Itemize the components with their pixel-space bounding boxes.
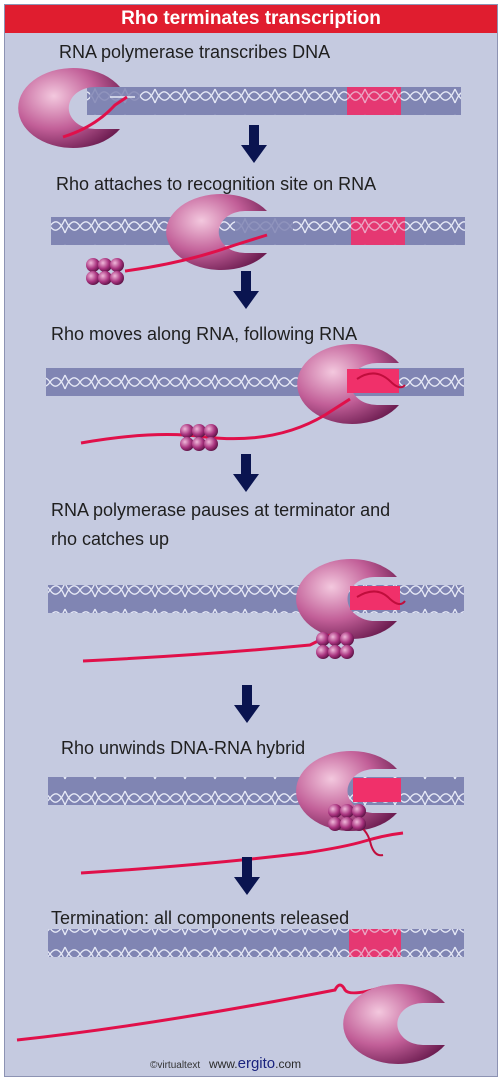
arrow-1 [241, 125, 267, 163]
step-3-polymerase [80, 344, 406, 445]
arrow-5 [234, 857, 260, 895]
rho-step-3 [180, 424, 218, 451]
arrow-3 [233, 454, 259, 492]
step-4-dna [48, 585, 464, 613]
rho-termination-diagram [16, 68, 465, 1064]
step-6-label: Termination: all components released [51, 908, 350, 928]
released-rna [16, 983, 384, 1042]
step-4-label-line-1: RNA polymerase pauses at terminator and [51, 500, 391, 520]
figure-title: Rho terminates transcription [5, 5, 497, 33]
step-1-dna [87, 87, 461, 115]
step-6-dna [48, 929, 464, 957]
step-1-label: RNA polymerase transcribes DNA [59, 42, 331, 62]
step-3-dna [46, 368, 464, 396]
rho-step-2 [86, 258, 124, 285]
step-4-label-line-2: rho catches up [51, 529, 170, 549]
footer-url: www.ergito.com [208, 1055, 302, 1072]
figure-frame: Rho terminates transcription [4, 4, 498, 1077]
arrow-4 [234, 685, 260, 723]
url-prefix: www. [208, 1057, 238, 1071]
rho-step-4 [316, 632, 354, 659]
step-5-label: Rho unwinds DNA-RNA hybrid [61, 738, 306, 758]
copyright-text: ©virtualtext [150, 1060, 201, 1071]
step-1-polymerase [18, 68, 140, 148]
arrow-2 [233, 271, 259, 309]
step-2-label: Rho attaches to recognition site on RNA [56, 174, 377, 194]
step-2-polymerase [124, 194, 293, 273]
step-4-polymerase [82, 559, 406, 663]
url-brand: ergito [237, 1055, 276, 1072]
url-suffix: .com [275, 1057, 302, 1071]
released-polymerase [343, 984, 445, 1064]
rho-step-5 [328, 804, 366, 831]
step-5-dna [48, 777, 464, 805]
step-3-label: Rho moves along RNA, following RNA [51, 324, 358, 344]
footer-credit: ©virtualtext www.ergito.com [150, 1055, 301, 1072]
